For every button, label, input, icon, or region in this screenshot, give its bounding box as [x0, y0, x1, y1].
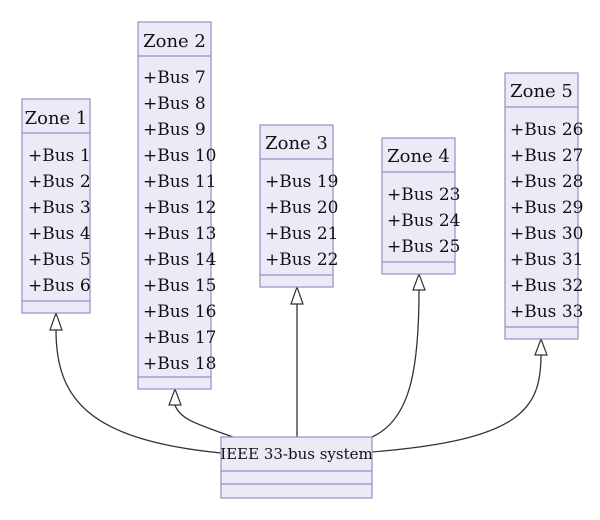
zone-3-member: +Bus 21 — [265, 224, 338, 244]
zone-5-title: Zone 5 — [510, 81, 573, 102]
zone-2-member: +Bus 9 — [143, 120, 206, 140]
zone-3-member: +Bus 22 — [265, 250, 338, 270]
zone-2-member: +Bus 12 — [143, 198, 216, 218]
zone-5-member: +Bus 28 — [510, 172, 583, 192]
zone-2-class: Zone 2 +Bus 7 +Bus 8 +Bus 9 +Bus 10 +Bus… — [137, 21, 216, 390]
arrowheads — [49, 272, 548, 406]
zone-2-member: +Bus 13 — [143, 224, 216, 244]
arrowhead-zone-2 — [168, 387, 182, 406]
zone-2-member: +Bus 10 — [143, 146, 216, 166]
zone-5-member: +Bus 27 — [510, 146, 583, 166]
zone-4-title: Zone 4 — [387, 146, 450, 167]
edge-root-zone-5 — [371, 354, 542, 453]
zone-4-box — [381, 137, 456, 275]
zone-1-member: +Bus 1 — [28, 146, 91, 166]
zone-2-member: +Bus 8 — [143, 94, 206, 114]
zone-2-member: +Bus 17 — [143, 328, 216, 348]
zone-3-title: Zone 3 — [265, 133, 328, 154]
zone-5-member: +Bus 30 — [510, 224, 583, 244]
zone-5-member: +Bus 29 — [510, 198, 583, 218]
zone-2-member: +Bus 15 — [143, 276, 216, 296]
zone-4-member: +Bus 23 — [387, 185, 460, 205]
zone-4-member: +Bus 25 — [387, 237, 460, 257]
arrowhead-zone-5 — [534, 337, 548, 356]
arrowhead-zone-4 — [412, 272, 426, 291]
zone-5-member: +Bus 31 — [510, 250, 583, 270]
arrowhead-zone-3 — [290, 285, 304, 305]
zone-4-member: +Bus 24 — [387, 211, 460, 231]
zone-4-class: Zone 4 +Bus 23 +Bus 24 +Bus 25 — [381, 137, 460, 275]
zone-2-member: +Bus 16 — [143, 302, 216, 322]
arrowhead-zone-1 — [49, 311, 63, 331]
zone-2-member: +Bus 14 — [143, 250, 216, 270]
zone-5-member: +Bus 26 — [510, 120, 583, 140]
zone-5-member: +Bus 32 — [510, 276, 583, 296]
zone-1-class: Zone 1 +Bus 1 +Bus 2 +Bus 3 +Bus 4 +Bus … — [21, 98, 91, 314]
zone-1-title: Zone 1 — [25, 108, 88, 129]
zone-1-member: +Bus 3 — [28, 198, 91, 218]
zone-2-title: Zone 2 — [143, 31, 206, 52]
zone-2-member: +Bus 7 — [143, 68, 206, 88]
zone-1-member: +Bus 2 — [28, 172, 91, 192]
zone-3-box — [259, 124, 334, 288]
root-class: IEEE 33-bus system — [220, 436, 373, 499]
zone-2-member: +Bus 18 — [143, 354, 216, 374]
zone-2-member: +Bus 11 — [143, 172, 216, 192]
zone-5-class: Zone 5 +Bus 26 +Bus 27 +Bus 28 +Bus 29 +… — [504, 72, 583, 340]
root-box — [220, 436, 373, 499]
edge-root-zone-4 — [371, 289, 420, 438]
zone-3-class: Zone 3 +Bus 19 +Bus 20 +Bus 21 +Bus 22 — [259, 124, 338, 288]
zone-2-box — [137, 21, 212, 390]
edges — [55, 289, 542, 454]
root-title: IEEE 33-bus system — [220, 445, 372, 463]
zone-1-member: +Bus 6 — [28, 276, 91, 296]
zone-5-member: +Bus 33 — [510, 302, 583, 322]
zone-1-member: +Bus 4 — [28, 224, 91, 244]
zone-1-member: +Bus 5 — [28, 250, 91, 270]
zone-1-box — [21, 98, 91, 314]
edge-root-zone-2 — [174, 404, 234, 438]
edge-root-zone-1 — [55, 329, 222, 454]
zone-5-box — [504, 72, 579, 340]
zone-3-member: +Bus 20 — [265, 198, 338, 218]
zone-3-member: +Bus 19 — [265, 172, 338, 192]
